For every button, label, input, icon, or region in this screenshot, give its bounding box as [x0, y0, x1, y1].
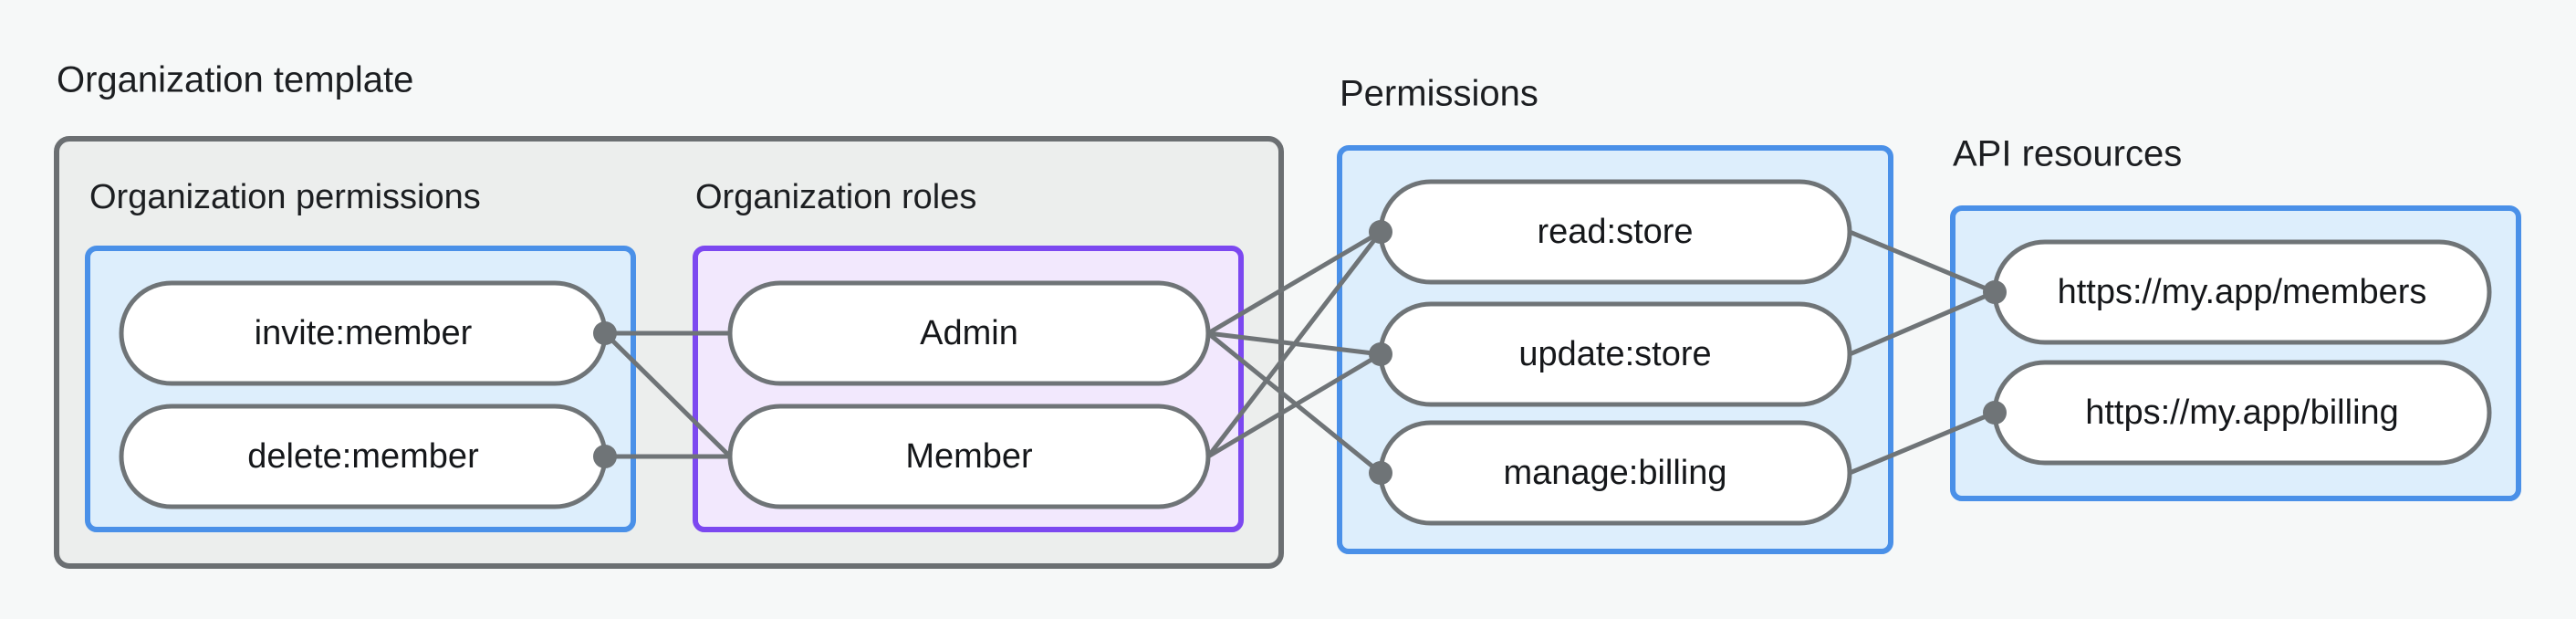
- node-resource-members-label: https://my.app/members: [2058, 273, 2427, 311]
- node-resource-billing-label: https://my.app/billing: [2085, 393, 2399, 432]
- node-admin-shape[interactable]: [727, 280, 1211, 386]
- edge-admin-to-read-store: [1206, 229, 1382, 336]
- node-read-store[interactable]: read:store: [1378, 179, 1852, 285]
- edge-update-store-to-members: [1849, 289, 1996, 357]
- node-resource-billing[interactable]: https://my.app/billing: [1992, 360, 2492, 466]
- node-manage-billing[interactable]: manage:billing: [1378, 420, 1852, 526]
- edge-read-store-to-members: [1849, 229, 1996, 295]
- node-update-store[interactable]: update:store: [1378, 301, 1852, 407]
- node-invite-member-label: invite:member: [255, 314, 473, 352]
- port-invite-member-out: [593, 321, 617, 345]
- title-api-resources: API resources: [1953, 134, 2182, 174]
- node-invite-member[interactable]: invite:member: [119, 280, 608, 386]
- node-member-shape[interactable]: [727, 404, 1211, 509]
- title-organization-template: Organization template: [57, 60, 413, 100]
- node-delete-member[interactable]: delete:member: [119, 404, 608, 509]
- node-update-store-label: update:store: [1518, 335, 1711, 373]
- node-resource-members[interactable]: https://my.app/members: [1992, 239, 2492, 345]
- port-manage-billing-in: [1369, 461, 1392, 485]
- edge-member-to-update-store: [1206, 351, 1382, 459]
- node-member-label: Member: [905, 437, 1033, 476]
- node-admin[interactable]: Admin: [727, 280, 1211, 386]
- node-admin-label: Admin: [920, 314, 1018, 352]
- port-read-store-in: [1369, 220, 1392, 244]
- edge-member-to-read-store: [1206, 230, 1382, 458]
- node-delete-member-label: delete:member: [247, 437, 479, 476]
- port-resource-members-in: [1983, 280, 2007, 304]
- subtitle-organization-permissions: Organization permissions: [89, 178, 481, 216]
- edge-layer: [603, 229, 1996, 476]
- node-member[interactable]: Member: [727, 404, 1211, 509]
- port-resource-billing-in: [1983, 401, 2007, 425]
- node-read-store-label: read:store: [1537, 213, 1693, 251]
- node-manage-billing-label: manage:billing: [1503, 454, 1726, 492]
- edge-invite-member-to-member: [603, 331, 732, 458]
- title-permissions: Permissions: [1340, 74, 1538, 114]
- subtitle-organization-roles: Organization roles: [695, 178, 976, 216]
- port-update-store-in: [1369, 342, 1392, 366]
- port-layer: [593, 220, 2007, 485]
- port-delete-member-out: [593, 445, 617, 468]
- edge-manage-billing-to-billing: [1849, 410, 1996, 476]
